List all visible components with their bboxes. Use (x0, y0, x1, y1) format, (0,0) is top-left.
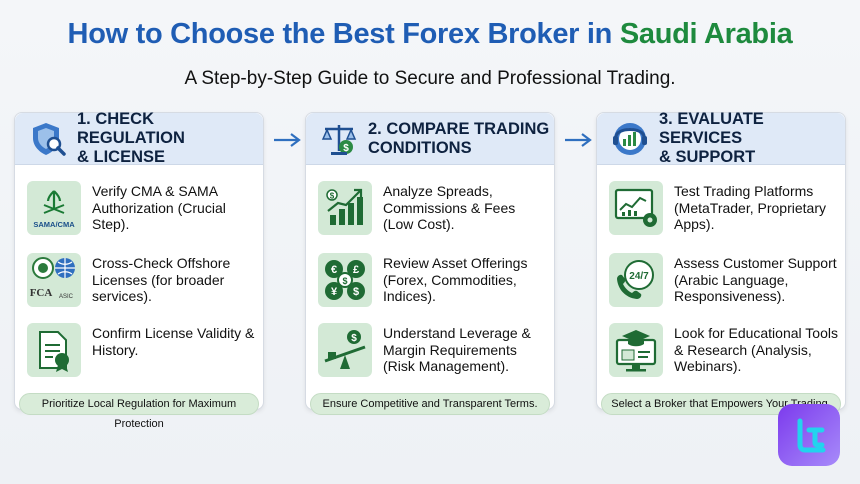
svg-text:$: $ (330, 192, 335, 201)
step-title-line2: & Support (659, 148, 756, 166)
title-main: How to Choose the Best Forex Broker in (67, 18, 613, 50)
graduation-monitor-icon (609, 323, 663, 377)
step-card-services-support: 3. Evaluate Services & Support Test Trad… (596, 110, 846, 415)
list-item: $ Understand Leverage & Margin Requireme… (318, 323, 548, 385)
24-7-phone-icon: 24/7 (609, 253, 663, 307)
step-title-line1: 3. Evaluate Services (659, 110, 764, 147)
step-header: 3. Evaluate Services & Support (597, 110, 845, 166)
regulator-logos-icon: FCA ASIC (27, 253, 81, 307)
step-footer-badge: Prioritize Local Regulation for Maximum … (19, 393, 259, 430)
sama-cma-emblem-icon: SAMA/CMA (27, 181, 81, 235)
arrow-right-icon (274, 133, 301, 147)
item-text: Analyze Spreads, Commissions & Fees (Low… (383, 183, 516, 232)
item-text: Verify CMA & SAMA Authorization (Crucial… (92, 183, 226, 232)
list-item: Look for Educational Tools & Research (A… (609, 323, 839, 385)
currency-coins-icon: € £ ¥ $ $ (318, 253, 372, 307)
item-text: Cross-Check Offshore Licenses (for broad… (92, 255, 231, 304)
item-text: Look for Educational Tools & Research (A… (674, 325, 838, 374)
seesaw-leverage-icon: $ (318, 323, 372, 377)
svg-text:£: £ (353, 264, 359, 276)
step-title-line2: Conditions (368, 138, 472, 157)
step-title-line1: 1. Check Regulation (77, 110, 185, 147)
list-item: 24/7 Assess Customer Support (Arabic Lan… (609, 253, 839, 315)
step-card-trading-conditions: $ 2. Compare Trading Conditions $ Analyz… (305, 112, 555, 415)
list-item: SAMA/CMA Verify CMA & SAMA Authorization… (27, 181, 257, 243)
svg-text:$: $ (351, 333, 357, 344)
sama-cma-caption: SAMA/CMA (33, 220, 75, 229)
list-item: € £ ¥ $ $ Review Asset Offerings (Forex,… (318, 253, 548, 315)
item-text: Understand Leverage & Margin Requirement… (383, 325, 531, 374)
step-footer-badge: Ensure Competitive and Transparent Terms… (310, 393, 550, 415)
title-highlight: Saudi Arabia (619, 18, 793, 50)
list-item: FCA ASIC Cross-Check Offshore Licenses (… (27, 253, 257, 315)
fca-caption: FCA (30, 287, 53, 299)
balance-scale-icon: $ (318, 118, 360, 160)
list-item: Test Trading Platforms (MetaTrader, Prop… (609, 181, 839, 243)
svg-text:¥: ¥ (331, 286, 338, 298)
svg-text:€: € (331, 264, 337, 276)
item-text: Confirm License Validity & History. (92, 325, 255, 358)
shield-magnifier-icon (27, 118, 69, 160)
certificate-stamp-icon (27, 323, 81, 377)
step-card-regulation: 1. Check Regulation & License SAMA/CMA V… (14, 110, 264, 430)
svg-text:$: $ (343, 143, 349, 154)
item-text: Review Asset Offerings (Forex, Commoditi… (383, 255, 528, 304)
svg-text:$: $ (353, 286, 359, 298)
support-chart-icon (609, 118, 651, 160)
step-header: $ 2. Compare Trading Conditions (306, 113, 554, 165)
support-24-7-caption: 24/7 (629, 271, 649, 282)
trading-platform-icon (609, 181, 663, 235)
page-title: How to Choose the Best Forex Broker in S… (0, 18, 860, 51)
brand-logo (778, 404, 840, 466)
item-text: Assess Customer Support (Arabic Language… (674, 255, 837, 304)
asic-caption: ASIC (59, 294, 74, 300)
arrow-right-icon (565, 133, 592, 147)
page-subtitle: A Step-by-Step Guide to Secure and Profe… (184, 68, 676, 89)
step-header: 1. Check Regulation & License (15, 110, 263, 166)
step-title-line1: 2. Compare Trading (368, 119, 550, 138)
svg-text:$: $ (342, 276, 347, 286)
list-item: Confirm License Validity & History. (27, 323, 257, 385)
step-title-line2: & License (77, 148, 166, 166)
item-text: Test Trading Platforms (MetaTrader, Prop… (674, 183, 826, 232)
rising-bar-chart-icon: $ (318, 181, 372, 235)
list-item: $ Analyze Spreads, Commissions & Fees (L… (318, 181, 548, 243)
